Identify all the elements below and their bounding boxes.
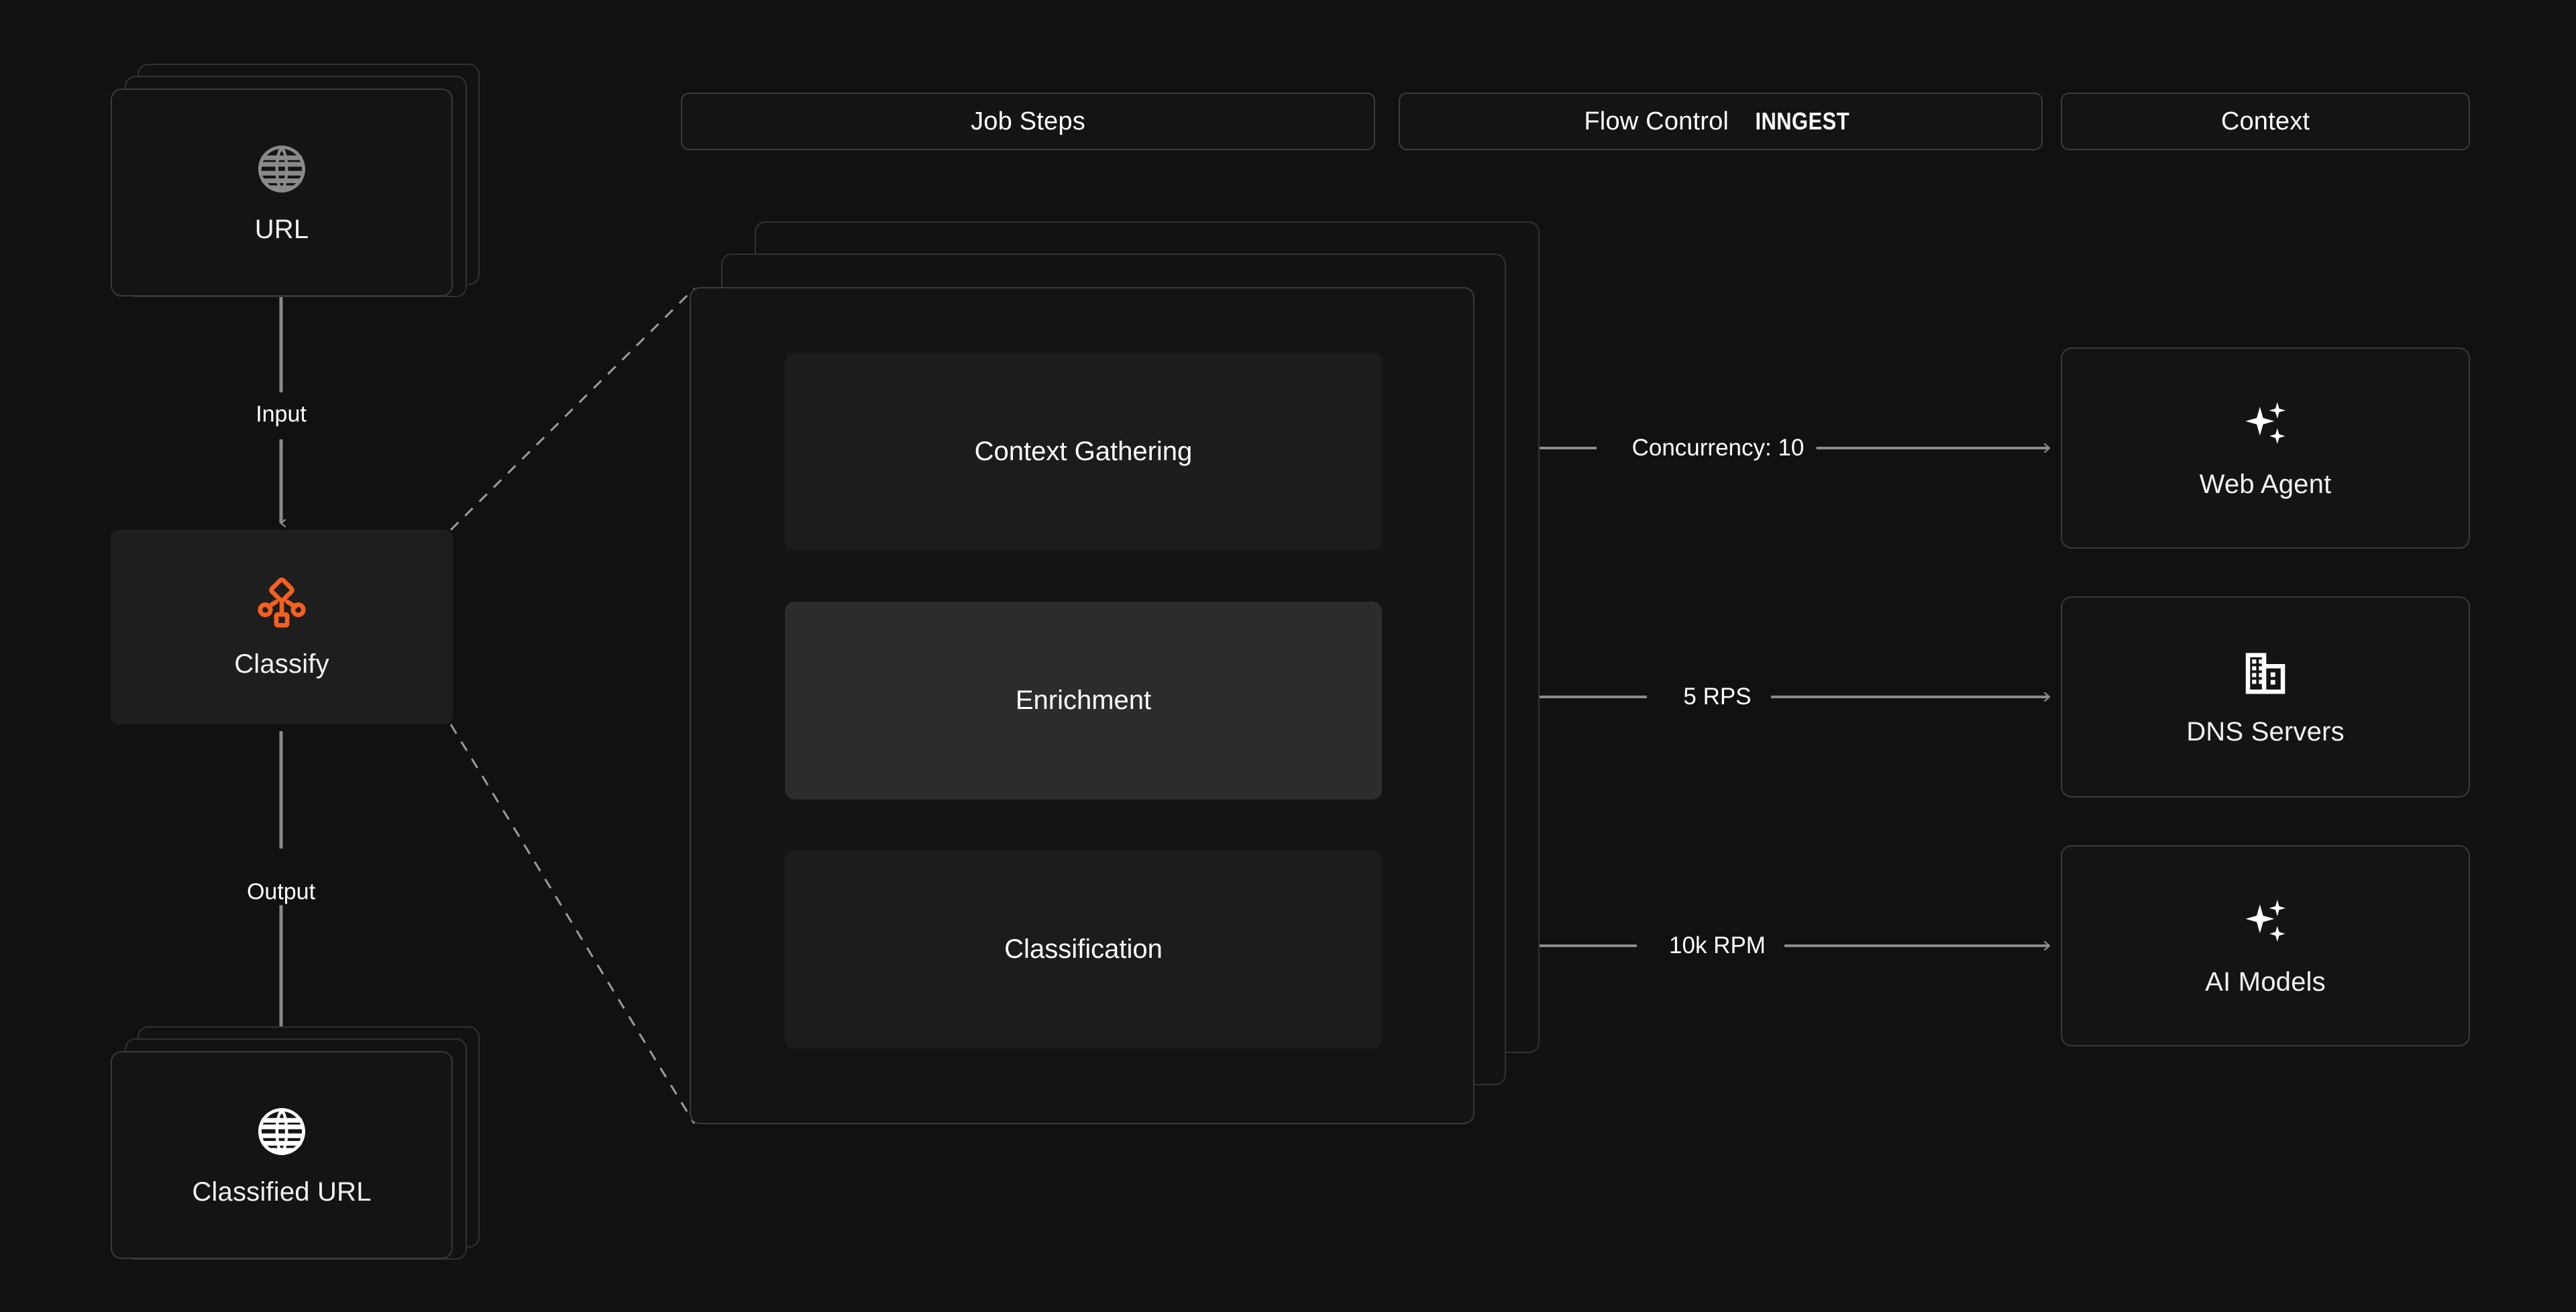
- globe-icon: [254, 141, 310, 197]
- node-classify-label: Classify: [234, 649, 329, 679]
- flow-label-rps: 5 RPS: [1671, 684, 1764, 710]
- step-enrichment[interactable]: Enrichment: [785, 602, 1382, 800]
- context-card-ai-models-label: AI Models: [2205, 967, 2326, 997]
- workflow-branch-icon: [254, 576, 310, 632]
- step-classification[interactable]: Classification: [785, 851, 1382, 1048]
- sparkles-icon: [2238, 397, 2293, 452]
- node-url[interactable]: URL: [111, 89, 453, 296]
- node-classified-url-label: Classified URL: [192, 1177, 372, 1207]
- step-classification-label: Classification: [1004, 934, 1163, 964]
- tab-context-label: Context: [2220, 107, 2310, 135]
- globe-icon: [254, 1103, 310, 1160]
- sparkles-icon: [2238, 895, 2293, 950]
- context-card-web-agent-label: Web Agent: [2199, 469, 2332, 499]
- context-card-dns-servers-label: DNS Servers: [2186, 716, 2345, 747]
- context-card-dns-servers[interactable]: DNS Servers: [2061, 596, 2470, 798]
- tab-job-steps-label: Job Steps: [971, 107, 1085, 135]
- tab-job-steps[interactable]: Job Steps: [681, 93, 1375, 150]
- edge-label-output: Output: [237, 879, 325, 906]
- tab-flow-control[interactable]: Flow Control INNGEST: [1399, 93, 2043, 150]
- flow-label-rpm: 10k RPM: [1657, 932, 1778, 959]
- step-context-gathering-label: Context Gathering: [974, 437, 1193, 466]
- node-url-label: URL: [254, 214, 309, 244]
- context-card-ai-models[interactable]: AI Models: [2061, 845, 2470, 1046]
- inngest-logo: INNGEST: [1755, 107, 1850, 135]
- context-card-web-agent[interactable]: Web Agent: [2061, 347, 2470, 549]
- tab-context[interactable]: Context: [2061, 93, 2470, 150]
- step-context-gathering[interactable]: Context Gathering: [785, 353, 1382, 551]
- node-classified-url[interactable]: Classified URL: [111, 1051, 453, 1259]
- building-icon: [2239, 647, 2292, 700]
- edge-label-input: Input: [246, 401, 316, 428]
- flow-label-concurrency: Concurrency: 10: [1619, 435, 1817, 461]
- step-enrichment-label: Enrichment: [1015, 686, 1152, 715]
- node-classify[interactable]: Classify: [111, 530, 453, 724]
- tab-flow-control-label: Flow Control: [1584, 107, 1729, 135]
